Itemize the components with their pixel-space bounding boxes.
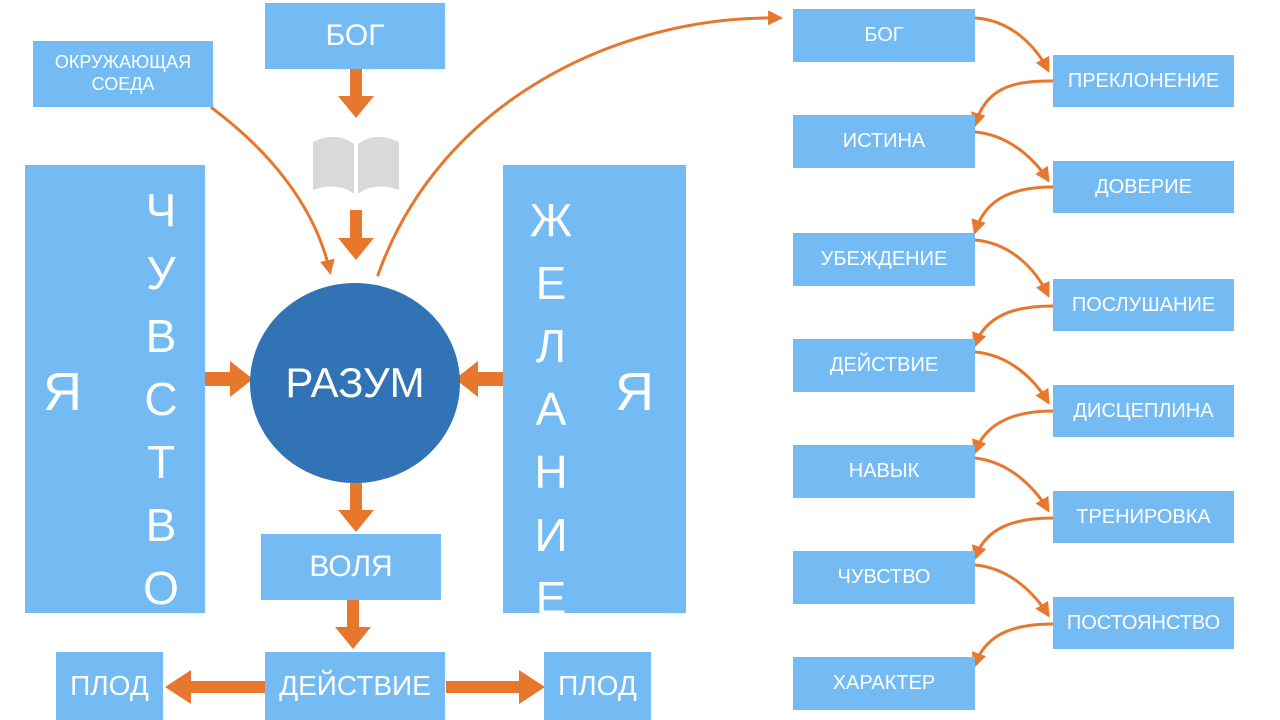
environment-label-line1: ОКРУЖАЮЩАЯ <box>54 52 192 73</box>
feeling-letter: О <box>143 562 179 614</box>
arrow-action-to-fruit-left <box>165 670 266 704</box>
environment-box: ОКРУЖАЮЩАЯ СОЕДА <box>33 41 213 107</box>
feeling-letter: Ч <box>145 184 177 236</box>
chain-box-action: ДЕЙСТВИЕ <box>793 339 975 392</box>
arrow-action-to-fruit-right <box>446 670 545 704</box>
fruit-left-label: ПЛОД <box>70 670 149 701</box>
action-label: ДЕЙСТВИЕ <box>279 670 431 701</box>
environment-label-line2: СОЕДА <box>91 74 155 94</box>
chain-arrow-3 <box>973 130 1050 183</box>
chain-box-truth: ИСТИНА <box>793 115 975 168</box>
open-book-icon <box>313 136 399 194</box>
chain-arrow-5 <box>973 238 1050 298</box>
chain-box-skill: НАВЫК <box>793 445 975 498</box>
fruit-right-box: ПЛОД <box>544 652 651 720</box>
desire-letter: И <box>534 509 568 561</box>
chain-box-conviction: УБЕЖДЕНИЕ <box>793 233 975 286</box>
arrow-desire-to-razum <box>455 361 505 397</box>
fruit-left-box: ПЛОД <box>56 652 163 720</box>
desire-letter: Е <box>535 257 567 309</box>
volya-label: ВОЛЯ <box>309 550 393 583</box>
chain-label-character: ХАРАКТЕР <box>832 672 936 694</box>
god-label: БОГ <box>325 19 385 52</box>
arrow-book-to-razum <box>338 210 374 260</box>
chain-label-conviction: УБЕЖДЕНИЕ <box>820 248 948 270</box>
god-box: БОГ <box>265 3 445 69</box>
desire-letter: Е <box>535 572 567 624</box>
ya-left-label: Я <box>43 362 82 422</box>
arrow-volya-to-action <box>335 600 371 649</box>
chain-box-training: ТРЕНИРОВКА <box>1053 491 1234 543</box>
chain-box-god: БОГ <box>793 9 975 62</box>
chain-box-worship: ПРЕКЛОНЕНИЕ <box>1053 55 1234 107</box>
chain-label-discipline: ДИСЦЕПЛИНА <box>1073 399 1214 422</box>
feeling-letter: Т <box>146 436 176 488</box>
arrow-feeling-to-razum <box>205 361 253 397</box>
chain-arrow-2 <box>971 79 1055 128</box>
chain-arrow-9 <box>973 456 1050 513</box>
chain-label-truth: ИСТИНА <box>842 130 926 152</box>
desire-letter: А <box>535 383 567 435</box>
razum-circle: РАЗУМ <box>250 283 460 483</box>
feeling-letter: В <box>145 310 177 362</box>
feeling-letter: С <box>144 373 178 425</box>
chain-arrow-10 <box>971 516 1055 561</box>
chain-box-obedience: ПОСЛУШАНИЕ <box>1053 279 1234 331</box>
desire-letter: Н <box>534 446 568 498</box>
arrow-god-to-book <box>338 68 374 118</box>
chain-label-worship: ПРЕКЛОНЕНИЕ <box>1067 69 1220 92</box>
chain-arrow-1 <box>973 16 1050 73</box>
chain-box-character: ХАРАКТЕР <box>793 657 975 710</box>
chain-arrow-12 <box>971 622 1055 668</box>
razum-label: РАЗУМ <box>285 359 425 406</box>
chain-box-discipline: ДИСЦЕПЛИНА <box>1053 385 1234 437</box>
desire-letter: Л <box>535 320 567 372</box>
feeling-letter: В <box>145 499 177 551</box>
chain-box-constancy: ПОСТОЯНСТВО <box>1053 597 1234 649</box>
chain-arrow-7 <box>973 350 1050 405</box>
feeling-letter: У <box>146 247 176 299</box>
chain-label-god: БОГ <box>864 24 904 46</box>
arrow-environment-to-razum <box>210 106 335 275</box>
chain-label-feeling: ЧУВСТВО <box>837 566 931 588</box>
fruit-right-label: ПЛОД <box>558 670 637 701</box>
action-box: ДЕЙСТВИЕ <box>265 652 445 720</box>
chain-label-trust: ДОВЕРИЕ <box>1095 175 1192 198</box>
chain-arrow-11 <box>973 563 1050 618</box>
chain-label-action: ДЕЙСТВИЕ <box>829 354 939 376</box>
chain-label-training: ТРЕНИРОВКА <box>1076 505 1211 528</box>
chain-label-constancy: ПОСТОЯНСТВО <box>1066 611 1221 634</box>
arrow-razum-to-chain <box>376 10 783 277</box>
chain-arrow-4 <box>971 185 1055 235</box>
arrow-razum-to-volya <box>338 483 374 532</box>
chain-arrow-8 <box>972 409 1055 455</box>
volya-box: ВОЛЯ <box>261 534 441 600</box>
chain-box-feeling: ЧУВСТВО <box>793 551 975 604</box>
chain-label-obedience: ПОСЛУШАНИЕ <box>1071 293 1216 316</box>
chain-label-skill: НАВЫК <box>848 460 920 482</box>
ya-right-label: Я <box>615 362 654 422</box>
desire-letter: Ж <box>529 194 573 246</box>
chain-arrow-6 <box>972 304 1055 348</box>
chain-box-trust: ДОВЕРИЕ <box>1053 161 1234 213</box>
